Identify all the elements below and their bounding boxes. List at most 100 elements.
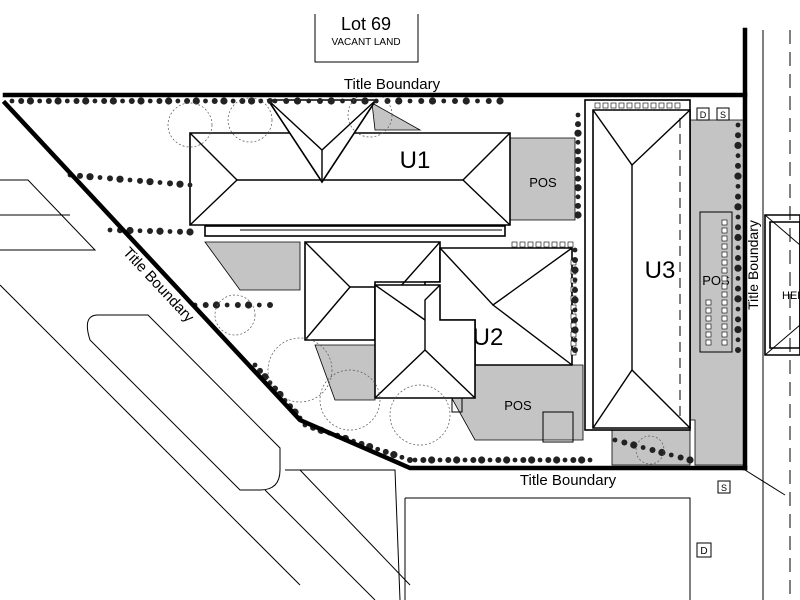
shrub: [735, 193, 741, 200]
paver: [519, 241, 526, 248]
shrub: [9, 98, 15, 104]
paver: [721, 219, 728, 226]
shrub: [571, 326, 579, 334]
shrub: [572, 287, 578, 293]
shrub: [428, 97, 437, 105]
paver: [705, 315, 712, 322]
unit-u1: U1 POS: [189, 99, 557, 237]
boundary-label-top: Title Boundary: [344, 76, 441, 93]
marker-s-top: S: [720, 110, 726, 120]
shrub: [147, 98, 153, 104]
paver: [634, 102, 641, 109]
shrub: [167, 229, 173, 234]
shrub: [658, 448, 666, 457]
shrub: [116, 175, 124, 183]
paver: [610, 102, 617, 109]
shrub: [239, 98, 246, 104]
paver: [721, 331, 728, 338]
shrub: [26, 97, 35, 105]
paver: [721, 307, 728, 314]
shrub: [503, 456, 511, 464]
shrub: [735, 183, 741, 189]
right-street: HER: [744, 30, 800, 600]
paver: [567, 241, 574, 248]
shrub: [735, 162, 741, 169]
shrub: [202, 302, 209, 308]
shrub: [572, 347, 578, 353]
shrub: [256, 302, 262, 308]
shrub: [575, 202, 581, 209]
shrub: [176, 180, 184, 188]
shrub: [428, 456, 436, 464]
paver: [642, 102, 649, 109]
shrub: [283, 98, 290, 104]
shrub: [485, 98, 492, 104]
title-boundary-lines: [1, 27, 748, 471]
shrub: [73, 98, 80, 104]
paver: [527, 241, 534, 248]
shrub: [649, 447, 656, 453]
shrub: [578, 456, 586, 464]
shrub: [167, 180, 173, 187]
shrub: [575, 167, 581, 172]
shrub: [735, 153, 741, 159]
shrub: [734, 172, 742, 180]
neighbour-building-label: HER: [782, 290, 800, 302]
shrub: [553, 456, 561, 464]
shrub: [735, 337, 741, 343]
unit-u1-pos-label: POS: [529, 175, 557, 190]
shrub: [101, 98, 108, 104]
shrub: [570, 457, 577, 463]
shrub: [192, 97, 200, 105]
landscape-planting: [9, 97, 742, 464]
paver: [721, 339, 728, 346]
shrub: [86, 173, 94, 181]
shrub: [735, 276, 741, 281]
shrub: [734, 203, 742, 211]
shrub: [735, 306, 741, 312]
shrub: [735, 132, 741, 139]
boundary-label-right: Title Boundary: [745, 220, 761, 310]
shrub: [177, 228, 183, 235]
shrub: [734, 325, 742, 334]
shrub: [512, 457, 518, 463]
shrub: [735, 316, 741, 323]
shrub: [418, 98, 425, 104]
paver: [721, 227, 728, 234]
shrub: [575, 148, 581, 155]
shrub: [399, 454, 405, 460]
shrub: [574, 156, 582, 165]
shrub: [686, 456, 694, 464]
shrub: [120, 98, 125, 104]
boundary-label-diagonal: Title Boundary: [119, 244, 197, 326]
shrub: [165, 97, 173, 105]
shrub: [375, 446, 381, 452]
shrub: [571, 296, 579, 304]
marker-d-bottom: D: [700, 546, 707, 557]
paver: [705, 323, 712, 330]
shrub: [272, 98, 278, 104]
shrub: [462, 97, 470, 105]
unit-u3: U3 POS: [584, 99, 733, 431]
shrub: [220, 97, 228, 105]
shrub: [157, 180, 163, 185]
paver: [721, 283, 728, 290]
unit-u2-label: U2: [473, 324, 504, 351]
unit-u2-pos-label: POS: [504, 398, 532, 413]
shrub: [734, 295, 742, 303]
shrub: [317, 98, 323, 104]
paver: [721, 299, 728, 306]
shrub: [382, 448, 389, 455]
paver: [559, 241, 566, 248]
shrub: [407, 98, 413, 104]
shrub: [350, 98, 357, 104]
paver: [705, 339, 712, 346]
shrub: [390, 451, 398, 459]
shrub: [572, 307, 578, 313]
paver: [618, 102, 625, 109]
shrub: [734, 233, 742, 242]
paver: [721, 243, 728, 250]
neighbour-lot-subtitle: VACANT LAND: [331, 37, 400, 48]
shrub: [621, 439, 628, 446]
paver: [674, 102, 681, 109]
